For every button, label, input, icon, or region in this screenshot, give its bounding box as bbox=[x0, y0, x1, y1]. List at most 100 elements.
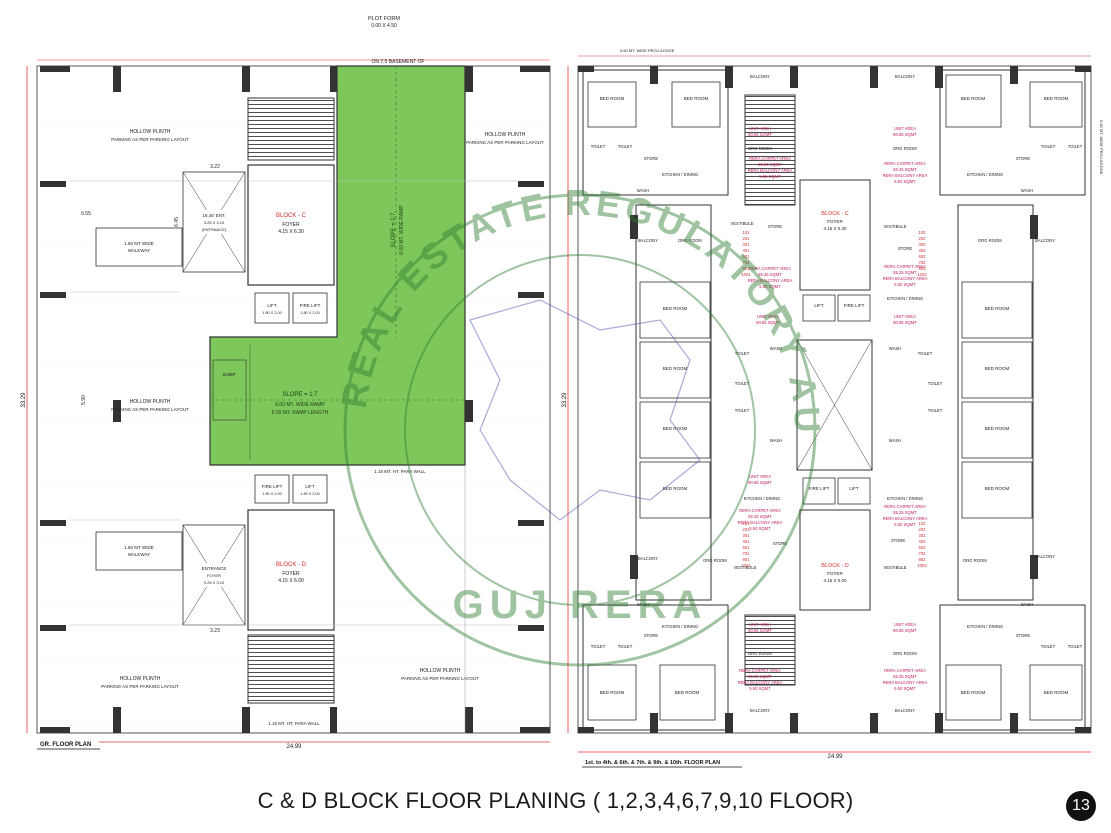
tf-wash-label: WASH bbox=[770, 346, 782, 351]
gf-entrance-2-sub: FOYER bbox=[207, 573, 221, 578]
tf-unit-number: 301 bbox=[743, 533, 751, 538]
gf-parking-4-title: HOLLOW PLINTH bbox=[120, 676, 161, 682]
tf-unit-number: 201 bbox=[743, 236, 751, 241]
floor-plans-drawing: PLOT FORM 0.00 X 4.50 33.29 24.99 bbox=[0, 0, 1104, 768]
gf-lift-d: LIFT bbox=[305, 484, 315, 489]
tf-store-label: STORE bbox=[644, 633, 659, 638]
tf-unit-number: 702 bbox=[919, 260, 927, 265]
tf-unit-number: 1002 bbox=[917, 272, 927, 277]
tf-toilet-label: TOILET bbox=[1068, 644, 1083, 649]
tf-unit-number: 301 bbox=[743, 242, 751, 247]
tf-rera-carpet-value: 55.25 SQMT bbox=[893, 510, 917, 515]
tf-drg-label: DRG ROOM bbox=[978, 238, 1002, 243]
tf-rera-carpet-label: RERA CARPET AREA bbox=[739, 668, 781, 673]
tf-toilet-label: TOILET bbox=[918, 351, 933, 356]
tf-rera-carpet-label: RERA CARPET AREA bbox=[884, 668, 926, 673]
gf-entrance-1-sub2: (ENTRANCE) bbox=[202, 227, 227, 232]
gf-lift-c: LIFT bbox=[267, 303, 277, 308]
tf-wash-label: WASH bbox=[889, 346, 901, 351]
tf-rera-carpet-label: RERA CARPET AREA bbox=[884, 161, 926, 166]
tf-unit-number: 902 bbox=[919, 266, 927, 271]
tf-rera-balcony-label: RERA BALCONY AREA bbox=[883, 516, 928, 521]
tf-balcony-label: BALCONY bbox=[750, 74, 770, 79]
tf-unit-number: 1001 bbox=[741, 272, 751, 277]
tf-unit-number: 202 bbox=[919, 236, 927, 241]
tf-rera-carpet-label: RERA CARPET AREA bbox=[749, 156, 791, 161]
tf-wash-label: WASH bbox=[889, 438, 901, 443]
gf-walkway-2-sub: WALKWAY bbox=[128, 552, 150, 557]
tf-unit-area-value: 80.85 SQMT bbox=[893, 628, 917, 633]
gf-ramp-main-title: SLOPE = 1:7 bbox=[391, 212, 397, 248]
tf-rera-balcony-value: 5.50 SQMT bbox=[894, 522, 916, 527]
gf-fire-lift-c: FIRE LIFT bbox=[300, 303, 321, 308]
tf-rera-balcony-label: RERA BALCONY AREA bbox=[738, 520, 783, 525]
gf-ramp-lower-title: SLOPE = 1:7 bbox=[282, 392, 318, 398]
gf-plan-title: GR. FLOOR PLAN bbox=[40, 742, 91, 748]
tf-rera-balcony-label: RERA BALCONY AREA bbox=[883, 276, 928, 281]
tf-unit-area-label: UNIT AREA bbox=[894, 126, 916, 131]
tf-unit-number: 302 bbox=[919, 533, 927, 538]
tf-toilet-label: TOILET bbox=[591, 144, 606, 149]
tf-unit-area-value: 80.85 SQMT bbox=[893, 132, 917, 137]
tf-bed-label: BED ROOM bbox=[985, 426, 1010, 431]
tf-bed-label: BED ROOM bbox=[684, 96, 709, 101]
gf-parking-3-sub: PARKING AS PER PARKING LAYOUT bbox=[111, 407, 189, 412]
tf-drg-label: DRG ROOM bbox=[678, 238, 702, 243]
plot-form-sub: 0.00 X 4.50 bbox=[371, 23, 397, 29]
tf-rera-carpet-label: RERA CARPET AREA bbox=[884, 504, 926, 509]
tf-unit-number: 402 bbox=[919, 248, 927, 253]
tf-kitchen-label: KITCHEN / DINING bbox=[744, 496, 781, 501]
gf-wall-note-bottom: 1.15 MT. HT. PARA WALL bbox=[268, 721, 320, 726]
gf-parking-1-sub: PARKING AS PER PARKING LAYOUT bbox=[111, 137, 189, 142]
tf-drg-label: DRG ROOM bbox=[963, 558, 987, 563]
tf-bed-label: BED ROOM bbox=[985, 486, 1010, 491]
tf-unit-number: 601 bbox=[743, 545, 751, 550]
tf-unit-area-label: UNIT AREA bbox=[749, 622, 771, 627]
tf-bed-label: BED ROOM bbox=[600, 96, 625, 101]
tf-vestibule-label: VESTIBULE bbox=[883, 224, 906, 229]
tf-bed-label: BED ROOM bbox=[675, 690, 700, 695]
tf-unit-area-value: 80.85 SQMT bbox=[756, 320, 780, 325]
gf-block-d-room: FOYER bbox=[282, 571, 300, 577]
tf-unit-area-label: UNIT AREA bbox=[894, 622, 916, 627]
tf-toilet-label: TOILET bbox=[1041, 644, 1056, 649]
tf-side-strip: 0.60 MT. WIDE PROJ./LEDGE bbox=[1099, 120, 1104, 175]
tf-unit-number: 102 bbox=[919, 230, 927, 235]
tf-rera-balcony-label: RERA BALCONY AREA bbox=[748, 168, 793, 173]
gf-columns bbox=[40, 66, 550, 733]
tf-toilet-label: TOILET bbox=[618, 144, 633, 149]
tf-bed-label: BED ROOM bbox=[985, 306, 1010, 311]
gf-parking-2-title: HOLLOW PLINTH bbox=[485, 132, 526, 138]
tf-kitchen-label: KITCHEN / DINING bbox=[887, 296, 924, 301]
gf-dim-d5: 6.45 bbox=[174, 217, 180, 227]
tf-unit-number: 701 bbox=[743, 260, 751, 265]
tf-rera-carpet-value: 55.25 SQMT bbox=[748, 674, 772, 679]
tf-rera-carpet-value: 55.25 SQMT bbox=[893, 270, 917, 275]
tf-bed-label: BED ROOM bbox=[961, 690, 986, 695]
tf-wash-label: WASH bbox=[637, 602, 649, 607]
gf-lift-c-size: 1.80 X 2.00 bbox=[262, 311, 281, 315]
tf-rera-balcony-label: RERA BALCONY AREA bbox=[883, 173, 928, 178]
tf-bed-label: BED ROOM bbox=[663, 426, 688, 431]
tf-bed-label: BED ROOM bbox=[600, 690, 625, 695]
gf-dim-d1: 3.22 bbox=[210, 164, 220, 170]
tf-unit-area-label: UNIT AREA bbox=[749, 474, 771, 479]
tf-bed-label: BED ROOM bbox=[1044, 96, 1069, 101]
tf-unit-number: 401 bbox=[743, 248, 751, 253]
tf-vestibule-label: VESTIBULE bbox=[730, 221, 753, 226]
tf-kitchen-label: KITCHEN / DINING bbox=[662, 172, 699, 177]
tf-block-d-size: 4.15 X 6.00 bbox=[823, 578, 847, 583]
tf-balcony-label: BALCONY bbox=[895, 74, 915, 79]
tf-unit-area-label: UNIT AREA bbox=[757, 314, 779, 319]
tf-block-c-room: FOYER bbox=[827, 219, 843, 224]
tf-balcony-label: BALCONY bbox=[638, 238, 658, 243]
gf-ramp-lower-sub2: 6.00 MT. RAMP LENGTH bbox=[272, 410, 329, 416]
tf-balcony-label: BALCONY bbox=[895, 708, 915, 713]
tf-bed-label: BED ROOM bbox=[663, 486, 688, 491]
tf-kitchen-label: KITCHEN / DINING bbox=[887, 496, 924, 501]
gf-dim-bottom: 24.99 bbox=[286, 744, 302, 750]
tf-unit-number: 202 bbox=[919, 527, 927, 532]
tf-rera-balcony-value: 5.50 SQMT bbox=[894, 179, 916, 184]
tf-wash-label: WASH bbox=[637, 188, 649, 193]
tf-block-c-name: BLOCK - C bbox=[821, 211, 849, 217]
